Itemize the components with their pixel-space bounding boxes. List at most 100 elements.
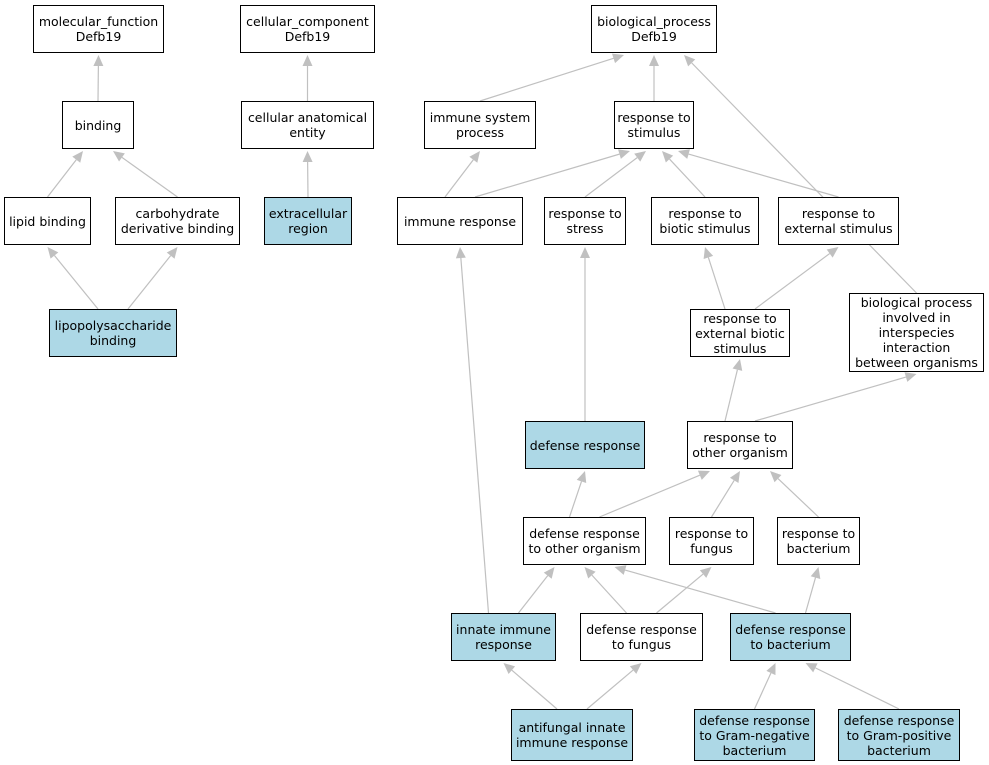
- node-rt-fungus[interactable]: response to fungus: [669, 517, 754, 565]
- edge-carb-binding-to-binding: [121, 156, 178, 198]
- node-rt-bacterium[interactable]: response to bacterium: [777, 517, 860, 565]
- node-label: biological_process Defb19: [597, 14, 711, 44]
- node-dr-bacterium[interactable]: defense response to bacterium: [730, 613, 851, 661]
- node-cc[interactable]: cellular_component Defb19: [240, 5, 375, 53]
- node-carb-binding[interactable]: carbohydrate derivative binding: [115, 197, 240, 245]
- arrowhead: [649, 55, 659, 66]
- node-label: defense response to Gram-negative bacter…: [699, 712, 810, 758]
- arrowhead: [699, 567, 712, 578]
- edge-rt-other-org-to-rt-ext-biotic: [724, 369, 738, 422]
- node-label: defense response to Gram-positive bacter…: [843, 712, 955, 758]
- node-antifungal[interactable]: antifungal innate immune response: [511, 709, 633, 761]
- edge-lipid-binding-to-binding: [47, 159, 77, 198]
- edge-dr-other-org-to-defense-response: [568, 481, 583, 518]
- node-extracellular[interactable]: extracellular region: [264, 197, 352, 245]
- edge-innate-immune-to-dr-other-org: [518, 575, 549, 614]
- node-label: defense response to fungus: [586, 622, 697, 652]
- edge-immune-response-to-isp: [444, 159, 474, 198]
- edge-rt-ext-biotic-to-rt-external: [754, 253, 831, 310]
- arrowhead: [580, 247, 590, 258]
- node-label: biological process involved in interspec…: [855, 295, 978, 370]
- node-isp[interactable]: immune system process: [424, 101, 536, 149]
- edge-rt-other-org-to-bp-interspecies: [754, 376, 907, 422]
- node-dr-gram-neg[interactable]: defense response to Gram-negative bacter…: [694, 709, 815, 761]
- arrowhead: [629, 663, 642, 674]
- node-rt-stress[interactable]: response to stress: [544, 197, 626, 245]
- node-label: extracellular region: [268, 206, 348, 236]
- node-label: immune system process: [429, 110, 531, 140]
- node-rt-external[interactable]: response to external stimulus: [778, 197, 899, 245]
- node-lipid-binding[interactable]: lipid binding: [4, 197, 91, 245]
- arrowhead: [455, 247, 466, 259]
- node-rts[interactable]: response to stimulus: [614, 101, 694, 149]
- arrowhead: [684, 55, 696, 67]
- node-label: cellular_component Defb19: [246, 14, 369, 44]
- node-dr-fungus[interactable]: defense response to fungus: [580, 613, 703, 661]
- edge-rt-fungus-to-rt-other-org: [710, 480, 735, 518]
- arrowhead: [810, 567, 821, 579]
- edge-lps-binding-to-carb-binding: [127, 255, 172, 310]
- arrowhead: [576, 471, 587, 484]
- node-rt-other-org[interactable]: response to other organism: [687, 421, 793, 469]
- node-innate-immune[interactable]: innate immune response: [451, 613, 556, 661]
- node-label: response to stimulus: [617, 110, 691, 140]
- arrowhead: [166, 247, 178, 259]
- arrowhead: [732, 359, 743, 371]
- node-lps-binding[interactable]: lipopolysaccharide binding: [49, 309, 177, 357]
- arrowhead: [614, 565, 627, 575]
- node-immune-response[interactable]: immune response: [397, 197, 523, 245]
- node-label: response to biotic stimulus: [659, 206, 751, 236]
- node-label: defense response to other organism: [528, 526, 641, 556]
- node-label: response to other organism: [692, 430, 788, 460]
- edge-lps-binding-to-lipid-binding: [53, 255, 99, 310]
- arrowhead: [770, 471, 782, 483]
- node-defense-response[interactable]: defense response: [525, 421, 645, 469]
- node-bp[interactable]: biological_process Defb19: [591, 5, 717, 53]
- node-label: response to bacterium: [781, 526, 856, 556]
- arrowhead: [503, 663, 516, 674]
- edge-rt-biotic-to-rts: [669, 158, 706, 198]
- node-label: response to stress: [548, 206, 622, 236]
- edge-isp-to-bp: [479, 57, 614, 102]
- edge-dr-gram-pos-to-dr-bacterium: [815, 667, 900, 710]
- node-label: carbohydrate derivative binding: [120, 206, 235, 236]
- node-binding[interactable]: binding: [62, 101, 134, 149]
- arrowhead: [543, 567, 555, 579]
- arrowhead: [703, 247, 714, 260]
- arrowhead: [766, 663, 776, 676]
- arrowhead: [618, 149, 630, 159]
- edge-rt-ext-biotic-to-rt-biotic: [707, 257, 726, 310]
- arrowhead: [72, 151, 83, 163]
- edge-dr-fungus-to-rt-fungus: [656, 573, 704, 614]
- node-label: molecular_function Defb19: [38, 14, 159, 44]
- node-label: binding: [74, 117, 122, 133]
- edge-dr-bacterium-to-dr-other-org: [624, 569, 776, 614]
- node-bp-interspecies[interactable]: biological process involved in interspec…: [849, 293, 984, 372]
- arrowhead: [47, 247, 59, 259]
- arrowhead: [678, 149, 690, 159]
- node-rt-ext-biotic[interactable]: response to external biotic stimulus: [690, 309, 790, 357]
- node-cae[interactable]: cellular anatomical entity: [241, 101, 374, 149]
- edge-bp-interspecies-to-bp: [691, 62, 917, 294]
- arrowhead: [93, 55, 104, 67]
- edge-dr-bacterium-to-rt-bacterium: [804, 577, 817, 614]
- arrowhead: [113, 151, 125, 162]
- edge-dr-gram-neg-to-dr-bacterium: [753, 672, 772, 710]
- edge-rt-stress-to-rts: [584, 157, 638, 198]
- arrowhead: [805, 663, 818, 673]
- edge-antifungal-to-innate-immune: [511, 669, 558, 710]
- node-rt-biotic[interactable]: response to biotic stimulus: [651, 197, 759, 245]
- edge-rt-bacterium-to-rt-other-org: [777, 478, 819, 518]
- arrowhead: [584, 567, 596, 579]
- node-dr-other-org[interactable]: defense response to other organism: [523, 517, 646, 565]
- node-mf[interactable]: molecular_function Defb19: [33, 5, 164, 53]
- arrowhead: [302, 151, 313, 163]
- arrowhead: [729, 471, 740, 483]
- arrowhead: [302, 55, 313, 66]
- node-label: response to fungus: [674, 526, 749, 556]
- edge-dr-other-org-to-rt-other-org: [599, 474, 701, 518]
- arrowhead: [697, 470, 710, 480]
- node-label: lipopolysaccharide binding: [54, 318, 172, 348]
- node-dr-gram-pos[interactable]: defense response to Gram-positive bacter…: [838, 709, 960, 761]
